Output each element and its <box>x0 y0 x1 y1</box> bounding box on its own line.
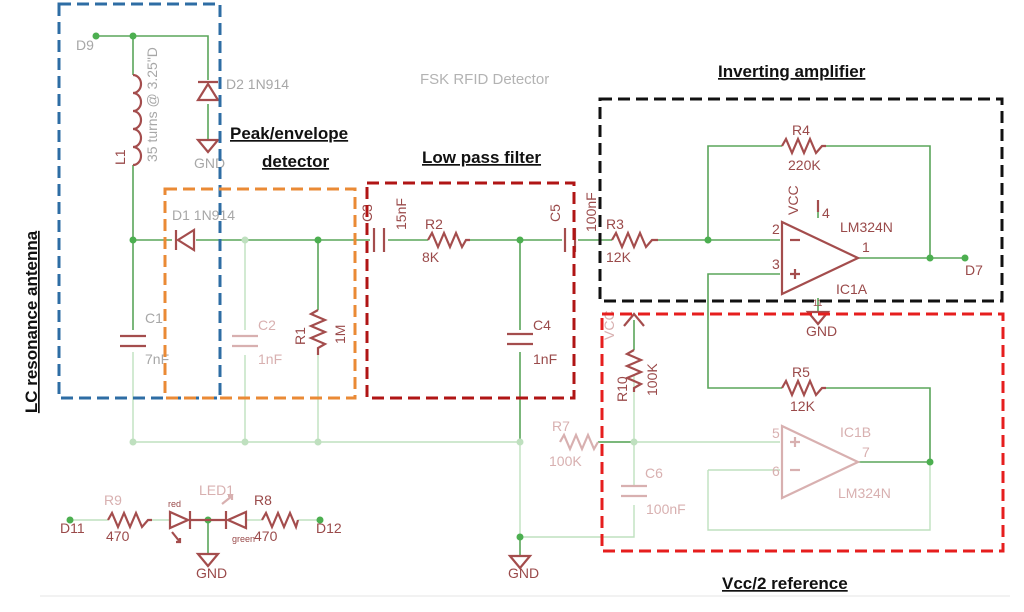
d12-label: D12 <box>316 520 342 536</box>
gnd-ic1a-label: GND <box>806 323 837 339</box>
c5-value: 100nF <box>583 192 599 232</box>
r4-label: R4 <box>792 122 810 138</box>
label-peak-detector-2: detector <box>262 152 329 171</box>
opamp-ic1a <box>780 200 861 296</box>
junctions <box>66 32 969 541</box>
c1-label: C1 <box>145 310 163 326</box>
led-red <box>168 510 192 544</box>
r2-label: R2 <box>425 216 443 232</box>
led-green <box>221 494 248 530</box>
c4-label: C4 <box>533 317 551 333</box>
diode-d1 <box>174 228 196 252</box>
gnd-bottom-label: GND <box>508 565 539 581</box>
r3-value: 12K <box>606 249 632 265</box>
ic1a-pin3: 3 <box>772 256 780 272</box>
capacitor-c4 <box>507 332 533 346</box>
r8-label: R8 <box>254 492 272 508</box>
c3-value: 15nF <box>393 198 409 230</box>
d1-label: D1 1N914 <box>172 207 235 223</box>
vcc-ic1a-label: VCC <box>785 185 801 215</box>
ic1a-pin11: 11 <box>813 298 822 308</box>
r7-value: 100K <box>549 453 582 469</box>
r8-value: 470 <box>254 528 278 544</box>
schematic-title: FSK RFID Detector <box>420 71 549 88</box>
r4-value: 220K <box>788 157 821 173</box>
resistor-r9 <box>107 510 152 530</box>
c1-value: 7nF <box>145 351 169 367</box>
box-lc-antenna <box>57 2 222 400</box>
capacitor-c6 <box>621 484 647 498</box>
resistor-r8 <box>261 510 300 531</box>
capacitor-c3 <box>372 228 386 252</box>
led-red-label: red <box>168 499 181 509</box>
r10-label: R10 <box>614 376 630 402</box>
led1-label: LED1 <box>199 482 234 498</box>
resistor-r1 <box>308 309 328 355</box>
r9-label: R9 <box>104 492 122 508</box>
r9-value: 470 <box>106 528 130 544</box>
label-peak-detector-1: Peak/envelope <box>230 124 348 143</box>
capacitor-c1 <box>120 334 146 348</box>
box-low-pass-filter <box>365 181 576 400</box>
label-low-pass-filter: Low pass filter <box>422 148 541 167</box>
ic1a-part: LM324N <box>840 219 893 235</box>
r2-value: 8K <box>422 249 440 265</box>
label-vcc-reference: Vcc/2 reference <box>722 574 848 593</box>
resistor-r7 <box>559 432 599 452</box>
l1-value: 35 turns @ 3.25"D <box>144 47 160 162</box>
c6-label: C6 <box>645 465 663 481</box>
r1-value: 1M <box>332 325 348 344</box>
faint-wires <box>70 240 931 538</box>
ic1a-pin4: 4 <box>822 205 830 221</box>
gnd-bottom-icon <box>507 554 533 570</box>
diode-d2 <box>196 80 220 102</box>
resistor-r3 <box>611 230 658 250</box>
r5-value: 12K <box>790 398 816 414</box>
led-green-label: green <box>232 534 255 544</box>
c4-value: 1nF <box>533 351 557 367</box>
d2-label: D2 1N914 <box>226 76 289 92</box>
wires <box>96 35 965 556</box>
box-inverting-amplifier <box>598 97 1004 303</box>
r1-label: R1 <box>292 327 308 345</box>
opamp-ic1b <box>780 424 861 500</box>
c2-label: C2 <box>258 317 276 333</box>
ic1a-pin2: 2 <box>772 221 780 237</box>
ic1b-pin7: 7 <box>862 444 870 460</box>
resistor-r5 <box>781 378 826 398</box>
gnd-led-icon <box>195 552 221 568</box>
box-peak-detector <box>163 187 357 400</box>
ic1b-part: LM324N <box>838 485 891 501</box>
r3-label: R3 <box>606 216 624 232</box>
box-vcc-reference <box>600 312 1005 553</box>
d11-label: D11 <box>60 520 85 536</box>
r5-label: R5 <box>792 364 810 380</box>
d9-label: D9 <box>76 37 94 53</box>
c6-value: 100nF <box>646 501 686 517</box>
label-inverting-amplifier: Inverting amplifier <box>718 62 866 81</box>
ic1b-label: IC1B <box>840 424 871 440</box>
resistor-r4 <box>781 136 826 156</box>
ic1b-pin6: 6 <box>772 463 780 479</box>
r10-value: 100K <box>644 363 660 396</box>
ic1a-pin1: 1 <box>862 239 870 255</box>
vcc-r10-label: VCC <box>601 310 617 340</box>
l1-label: L1 <box>112 149 128 165</box>
d7-label: D7 <box>965 262 983 278</box>
gnd-d2-icon <box>195 138 221 154</box>
resistor-r10 <box>623 312 645 392</box>
gnd-led-label: GND <box>196 565 227 581</box>
gnd-ic1a-icon <box>805 310 831 326</box>
c2-value: 1nF <box>258 351 282 367</box>
ic1b-pin5: 5 <box>772 425 780 441</box>
ic1a-label: IC1A <box>836 281 868 297</box>
resistor-r2 <box>427 230 470 250</box>
r7-label: R7 <box>552 418 570 434</box>
capacitor-c2 <box>232 334 258 348</box>
inductor-l1 <box>132 73 143 167</box>
gnd-d2-label: GND <box>194 155 225 171</box>
c5-label: C5 <box>547 204 563 222</box>
label-lc-antenna: LC resonance antenna <box>22 230 41 413</box>
